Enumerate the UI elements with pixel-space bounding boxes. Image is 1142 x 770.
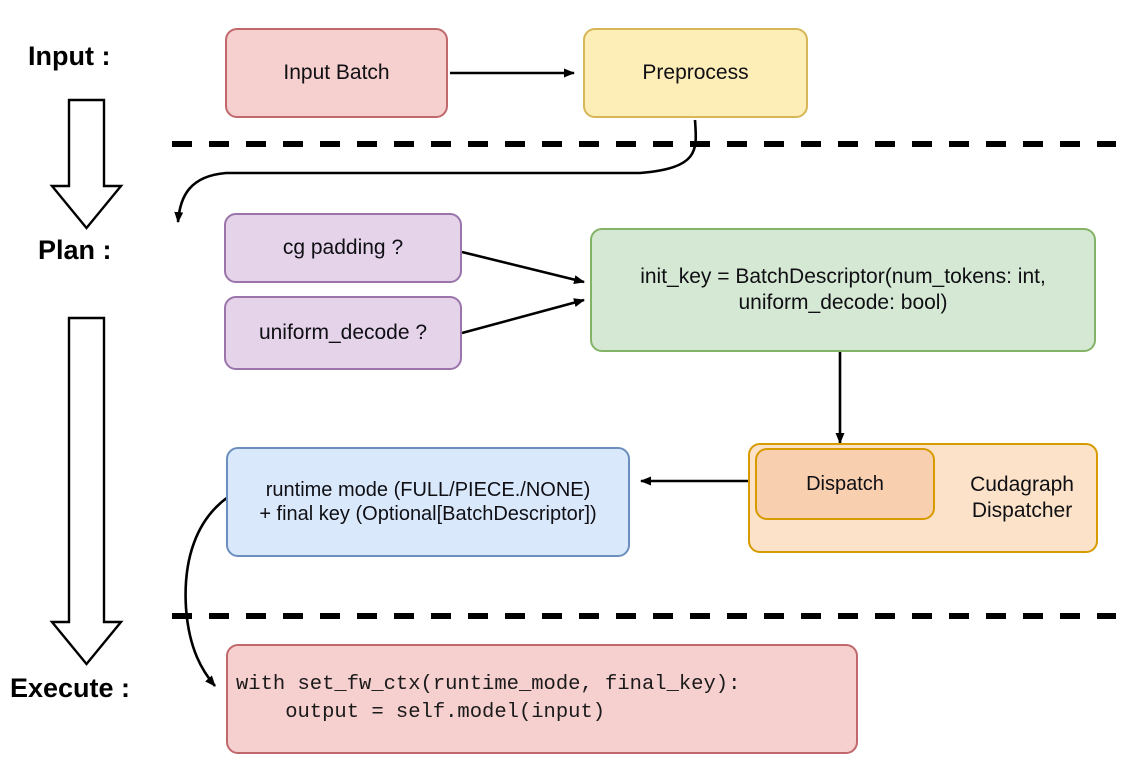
node-init-key-label: init_key = BatchDescriptor(num_tokens: i…: [640, 265, 1046, 314]
node-init-key[interactable]: init_key = BatchDescriptor(num_tokens: i…: [590, 228, 1096, 352]
node-dispatch-label: Dispatch: [806, 472, 884, 495]
node-runtime-mode-label: runtime mode (FULL/PIECE./NONE) + final …: [259, 478, 597, 525]
node-dispatch[interactable]: Dispatch: [755, 448, 935, 520]
stage-label-execute: Execute :: [10, 673, 131, 703]
node-cg-padding[interactable]: cg padding ?: [224, 213, 462, 283]
edge-cg-padding-to-init-key: [461, 250, 585, 284]
edge-runtime-mode-to-execute-code: [184, 495, 229, 687]
node-uniform-decode-label: uniform_decode ?: [258, 321, 428, 345]
node-preprocess-label: Preprocess: [642, 61, 749, 85]
edge-uniform-decode-to-init-key: [461, 298, 585, 335]
stage-label-plan: Plan :: [38, 235, 112, 265]
edge-preprocess-to-cg-padding: [174, 119, 698, 223]
node-cg-padding-label: cg padding ?: [282, 236, 404, 260]
node-input-batch-label: Input Batch: [283, 61, 390, 85]
node-input-batch[interactable]: Input Batch: [225, 28, 448, 118]
flow-arrow-input-to-plan: [49, 98, 124, 230]
flow-arrow-plan-to-execute: [49, 316, 124, 666]
node-execute-code[interactable]: with set_fw_ctx(runtime_mode, final_key)…: [226, 644, 858, 754]
node-preprocess[interactable]: Preprocess: [583, 28, 808, 118]
node-cudagraph-dispatcher-label: Cudagraph Dispatcher: [970, 473, 1074, 522]
stage-label-input: Input :: [28, 41, 111, 71]
node-execute-code-label: with set_fw_ctx(runtime_mode, final_key)…: [236, 672, 741, 724]
node-runtime-mode[interactable]: runtime mode (FULL/PIECE./NONE) + final …: [226, 447, 630, 557]
node-uniform-decode[interactable]: uniform_decode ?: [224, 296, 462, 370]
